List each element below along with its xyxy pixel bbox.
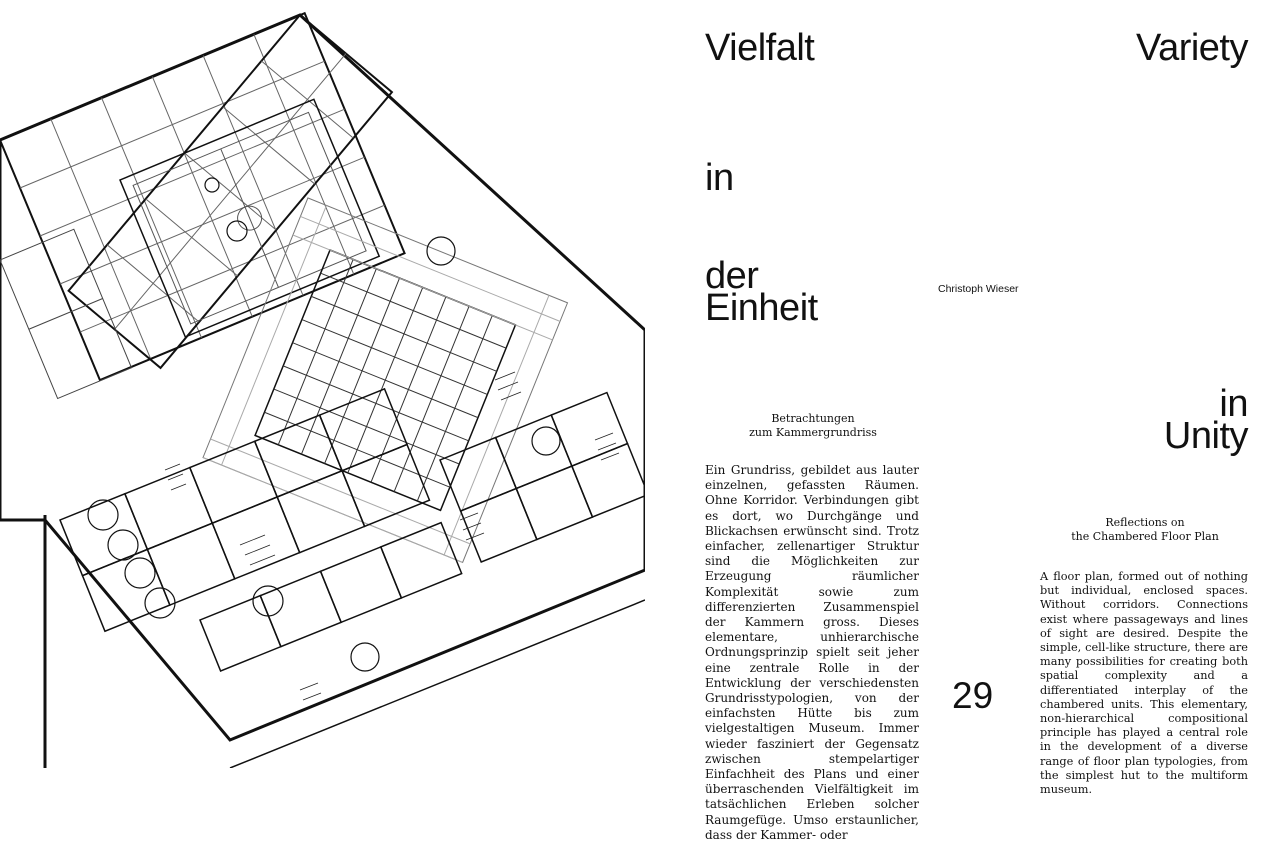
classroom-cells-lower bbox=[199, 521, 463, 672]
subtitle-en-line-2: the Chambered Floor Plan bbox=[1071, 530, 1219, 543]
building-outline bbox=[0, 13, 645, 742]
round-rooms bbox=[87, 177, 561, 672]
floor-plan-drawing bbox=[0, 0, 645, 768]
subtitle-de-line-1: Betrachtungen bbox=[771, 412, 855, 425]
body-text-en: A floor plan, formed out of nothing but … bbox=[1040, 570, 1248, 797]
upper-wing-grid bbox=[0, 11, 406, 382]
subtitle-en: Reflections on the Chambered Floor Plan bbox=[1060, 516, 1230, 544]
body-text-de: Ein Grundriss, gebildet aus lauter einze… bbox=[705, 463, 919, 842]
side-court bbox=[0, 228, 133, 400]
desk-hatching bbox=[164, 371, 620, 701]
author-name: Christoph Wieser bbox=[938, 283, 1019, 295]
title-de-word-1: Vielfalt bbox=[705, 27, 815, 69]
classroom-cells bbox=[59, 387, 431, 633]
title-en-word-2: in bbox=[1219, 383, 1248, 425]
title-de-word-4: Einheit bbox=[705, 287, 818, 329]
classroom-cells-right bbox=[439, 391, 645, 563]
central-hall bbox=[202, 197, 569, 564]
title-en-word-1: Variety bbox=[1136, 27, 1248, 69]
floor-plan-svg bbox=[0, 11, 645, 768]
sports-court bbox=[119, 98, 381, 338]
page-number: 29 bbox=[952, 675, 994, 716]
site-edge bbox=[229, 599, 645, 768]
title-de-word-2: in bbox=[705, 157, 734, 199]
subtitle-de: Betrachtungen zum Kammergrundriss bbox=[733, 412, 893, 440]
subtitle-de-line-2: zum Kammergrundriss bbox=[749, 426, 877, 439]
title-de-word-3: der bbox=[705, 255, 759, 297]
title-en-word-3: Unity bbox=[1163, 415, 1249, 457]
subtitle-en-line-1: Reflections on bbox=[1105, 516, 1185, 529]
